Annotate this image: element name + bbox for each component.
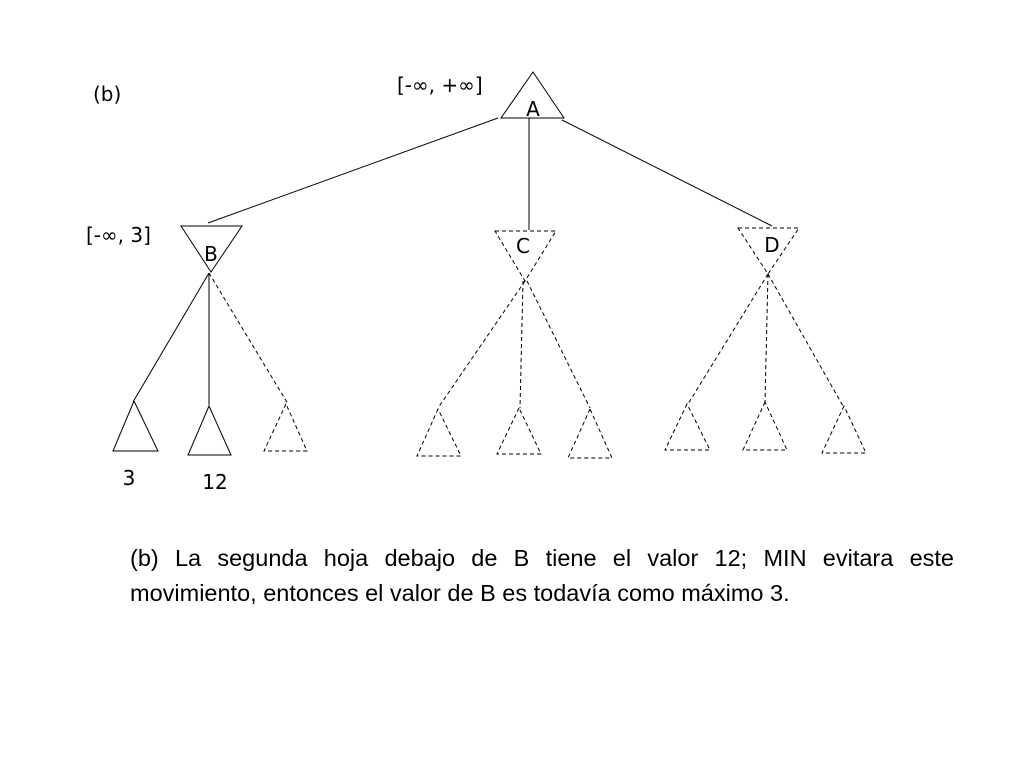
edge-d-leaf3 (767, 273, 844, 407)
leaf-b1-triangle (112, 399, 159, 452)
node-b-min-triangle (180, 225, 243, 273)
node-a-max-triangle (500, 71, 565, 119)
node-c-min-triangle (494, 230, 557, 282)
edge-d-leaf2 (764, 273, 769, 403)
leaf-d2-triangle (742, 400, 788, 451)
edge-c-leaf1 (437, 280, 526, 409)
panel-label: (b) (93, 82, 121, 106)
leaf-c2-triangle (496, 406, 542, 455)
leaf-d1-triangle (664, 402, 711, 451)
edge-c-leaf3 (526, 280, 591, 409)
caption-text: (b) La segunda hoja debajo de B tiene el… (130, 545, 954, 606)
node-b-interval: [-∞, 3] (86, 223, 151, 247)
edge-c-leaf2 (519, 280, 524, 409)
leaf-c3-triangle (567, 407, 613, 459)
node-a-interval: [-∞, +∞] (397, 73, 483, 97)
leaf-d3-triangle (821, 404, 867, 454)
node-d-label: D (764, 233, 779, 257)
leaf-b2-triangle (187, 404, 232, 456)
edge-a-d (561, 119, 773, 227)
node-c-label: C (516, 234, 530, 258)
leaf-b3-triangle (263, 402, 308, 452)
leaf-c1-triangle (416, 407, 462, 457)
game-tree-diagram: (b) A [-∞, +∞] B [-∞, 3] C D 3 12 (86, 71, 867, 494)
leaf-b2-value: 12 (202, 470, 227, 494)
edge-a-b (207, 117, 499, 224)
edge-b-leaf3 (208, 272, 289, 405)
node-a-label: A (526, 97, 540, 121)
node-d-min-triangle (737, 227, 800, 275)
leaf-b1-value: 3 (123, 466, 136, 490)
edge-d-leaf1 (687, 273, 769, 405)
edge-b-leaf1 (132, 272, 210, 403)
node-b-label: B (204, 242, 218, 266)
